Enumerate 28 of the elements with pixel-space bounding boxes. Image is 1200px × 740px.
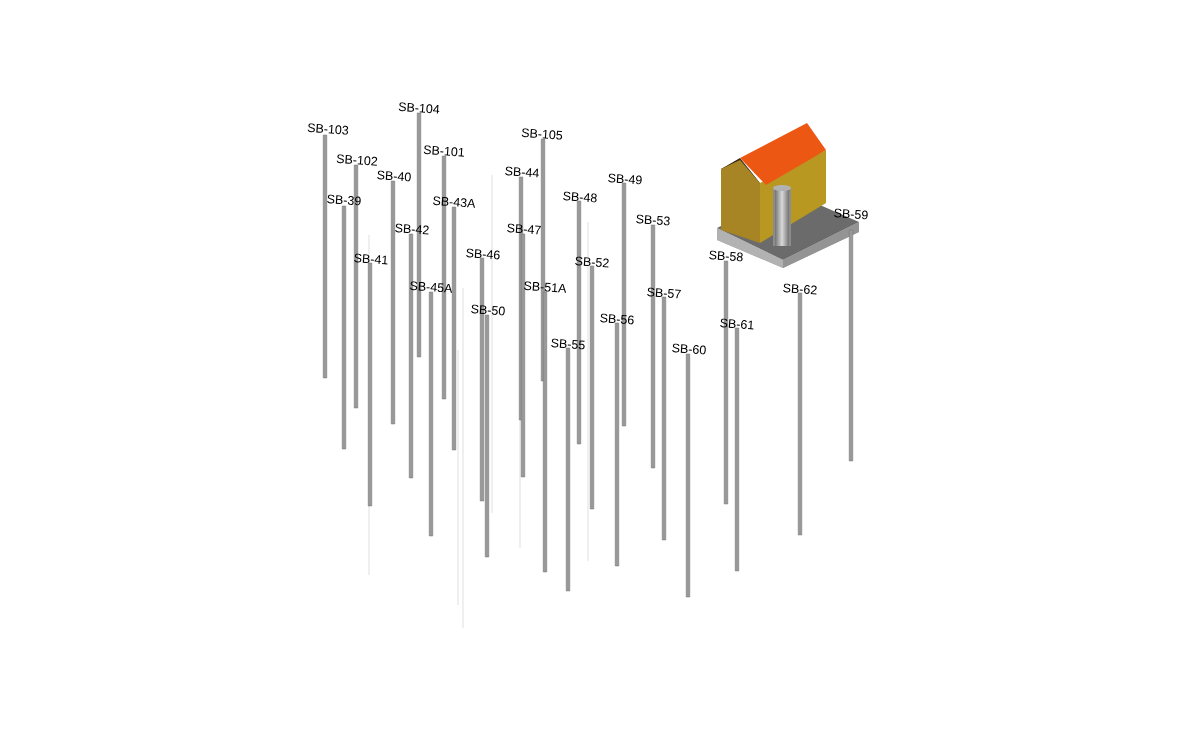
borehole-label: SB-41 [354, 253, 388, 265]
borehole-label: SB-46 [466, 248, 500, 260]
borehole-label: SB-56 [600, 313, 634, 325]
borehole-label: SB-62 [783, 283, 817, 295]
borehole-label: SB-102 [336, 154, 378, 166]
borehole-label: SB-61 [720, 318, 754, 330]
borehole-label: SB-52 [575, 256, 609, 268]
borehole-label: SB-104 [398, 102, 440, 114]
borehole-label: SB-60 [672, 343, 706, 355]
borehole-label: SB-40 [377, 170, 411, 182]
borehole-label: SB-44 [505, 166, 539, 178]
borehole-label: SB-51A [524, 281, 567, 293]
borehole-label: SB-42 [395, 223, 429, 235]
borehole-label: SB-53 [636, 214, 670, 226]
borehole-label: SB-47 [507, 223, 541, 235]
borehole-label: SB-57 [647, 287, 681, 299]
borehole-label: SB-101 [423, 145, 464, 157]
borehole-label: SB-48 [563, 191, 597, 203]
borehole-label: SB-58 [709, 250, 743, 262]
borehole-label: SB-43A [433, 196, 476, 208]
borehole-label: SB-103 [307, 123, 349, 135]
borehole-label: SB-45A [410, 281, 453, 293]
borehole-label: SB-39 [327, 194, 361, 206]
borehole-label: SB-50 [471, 304, 505, 316]
borehole-label: SB-55 [551, 338, 585, 350]
borehole-label: SB-105 [521, 128, 563, 140]
borehole-label: SB-59 [834, 208, 868, 220]
borehole-label: SB-49 [608, 173, 642, 185]
